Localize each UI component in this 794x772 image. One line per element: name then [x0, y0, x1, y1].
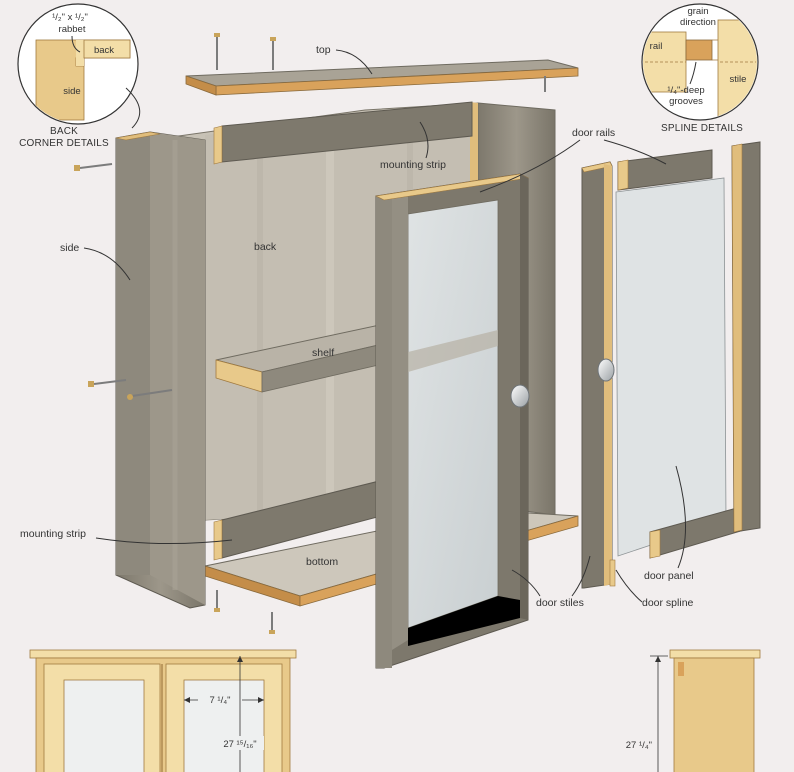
top-panel	[185, 59, 579, 96]
back-corner-detail: ¹/₂" x ¹/₂" rabbet back side BACK CORNER…	[17, 3, 141, 149]
exploded-door-panel	[615, 177, 727, 557]
leader-side	[83, 247, 131, 281]
front-height-dimension: 27 ¹⁵/₁₆"	[223, 739, 256, 750]
label-back: back	[254, 241, 277, 253]
labels: top mounting strip door rails side back …	[20, 44, 694, 609]
door-spline	[609, 559, 616, 587]
rabbet-size-text: ¹/₂" x ¹/₂"	[52, 12, 88, 23]
back-corner-caption-line2: CORNER DETAILS	[19, 138, 109, 149]
grain-text: grain	[687, 6, 708, 17]
rail-text: rail	[650, 41, 663, 52]
front-elevation: 7 ¹/₄" 27 ¹⁵/₁₆"	[29, 649, 297, 772]
label-door-stiles: door stiles	[536, 597, 584, 609]
label-door-spline: door spline	[642, 597, 694, 609]
leader-door-stiles-1	[511, 569, 541, 597]
label-shelf: shelf	[312, 347, 334, 359]
front-width-dimension: 7 ¹/₄"	[210, 695, 231, 706]
leader-door-spline	[615, 569, 643, 603]
back-corner-caption-line1: BACK	[50, 126, 78, 137]
exploded-door-stile-left	[581, 161, 615, 589]
rabbet-leader	[71, 35, 81, 53]
leader-door-stiles-2	[571, 555, 591, 597]
label-mounting-strip-upper: mounting strip	[380, 159, 446, 171]
exploded-door-rail-top	[617, 149, 713, 191]
groove-depth-text: ¹/₄"-deep	[667, 85, 704, 96]
label-side: side	[60, 242, 79, 254]
leader-mounting-strip-lower	[95, 537, 233, 545]
bottom-screws	[214, 590, 275, 634]
leader-door-rails-2	[603, 139, 667, 165]
top-screws	[214, 33, 546, 92]
label-door-rails: door rails	[572, 127, 615, 139]
back-corner-leader	[125, 87, 141, 129]
leader-door-panel	[675, 465, 687, 569]
grooves-text: grooves	[669, 96, 703, 107]
side-screws	[74, 163, 173, 400]
leader-door-rails-1	[479, 139, 581, 193]
side-elevation: 27 ¹/₄"	[626, 649, 761, 772]
left-side-panel	[115, 131, 206, 609]
label-bottom: bottom	[306, 556, 338, 568]
front-door	[375, 173, 530, 669]
upper-mounting-strip	[213, 101, 473, 165]
leader-top	[335, 49, 373, 75]
groove-leader	[689, 61, 697, 85]
side-height-dimension: 27 ¹/₄"	[626, 740, 652, 751]
exploded-door-stile-right	[731, 141, 761, 533]
spline-caption: SPLINE DETAILS	[661, 123, 743, 134]
label-door-panel: door panel	[644, 570, 694, 582]
label-top: top	[316, 44, 331, 56]
label-mounting-strip-lower: mounting strip	[20, 528, 86, 540]
detail-back-text: back	[94, 45, 114, 56]
detail-side-text: side	[63, 86, 80, 97]
grain-direction-text: direction	[680, 17, 716, 28]
rabbet-text: rabbet	[59, 24, 86, 35]
spline-detail: grain direction rail stile ¹/₄"-deep gro…	[641, 3, 759, 134]
exploded-door-rail-bottom	[649, 505, 745, 559]
stile-text: stile	[730, 74, 747, 85]
leader-mounting-strip-upper	[419, 121, 429, 159]
